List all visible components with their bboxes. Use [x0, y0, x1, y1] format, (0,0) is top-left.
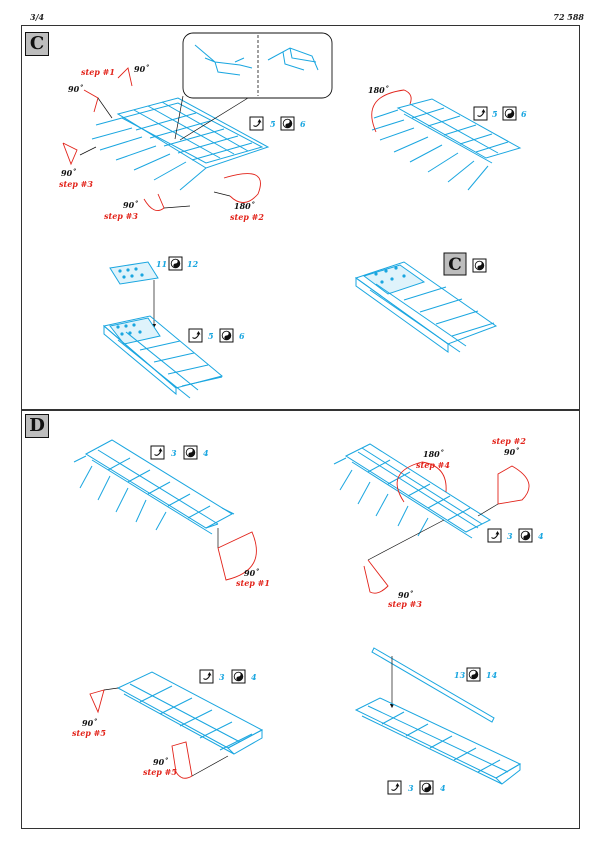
d-br-sub-b: 14	[486, 670, 498, 680]
c-bl-part-a: 5	[208, 331, 214, 341]
d-bl-part-b: 4	[251, 672, 257, 682]
d-bottom-left-wing: 90˚ step #5 90˚ step #5 3 4	[72, 669, 264, 779]
d-br-part-b: 4	[440, 783, 446, 793]
d-tr-step4: step #4	[416, 460, 450, 470]
c-step3b-angle: 90˚	[123, 200, 138, 210]
d-tl-step1: step #1	[236, 578, 270, 588]
d-tr-a2: 90˚	[504, 447, 519, 457]
c-step2-label: step #2	[230, 212, 264, 222]
d-top-left-wing: 90˚ step #1 3 4	[73, 439, 270, 588]
c-tl-part-a: 5	[270, 119, 276, 129]
solder-yin-yang-icon	[502, 106, 517, 121]
solder-yin-yang-icon	[518, 528, 533, 543]
c-step2-angle: 180˚	[234, 201, 255, 211]
d-bottom-right-wing: 13 14 3 4	[354, 647, 522, 795]
c-tr-part-b: 6	[521, 109, 527, 119]
d-br-part-a: 3	[408, 783, 414, 793]
c-step1-angle: 90˚	[134, 64, 149, 74]
c-bl-sub-b: 12	[187, 259, 199, 269]
c-tr-angle: 180˚	[368, 85, 389, 95]
c-top-right-wing: 180˚ 5 6	[368, 85, 527, 191]
d-bl-step5a: step #5	[72, 728, 106, 738]
c-step3b-label: step #3	[104, 211, 138, 221]
d-bl-part-a: 3	[219, 672, 225, 682]
solder-yin-yang-icon	[280, 116, 295, 131]
solder-yin-yang-icon	[168, 256, 183, 271]
section-c-badge: C	[25, 32, 49, 56]
c-tl-part-b: 6	[300, 119, 306, 129]
d-top-right-wing: 180˚ step #4 step #2 90˚ 90˚ step #3 3 4	[333, 436, 544, 609]
fold-arrow-icon	[487, 528, 502, 543]
fold-arrow-icon	[387, 780, 402, 795]
d-bl-a5a: 90˚	[82, 718, 97, 728]
c-step1-label: step #1	[81, 67, 115, 77]
solder-yin-yang-icon	[231, 669, 246, 684]
section-d-frame	[21, 410, 580, 829]
d-bl-a5b: 90˚	[153, 757, 168, 767]
c-bl-part-b: 6	[239, 331, 245, 341]
c-bottom-right-wing: C	[354, 252, 498, 353]
d-tl-part-a: 3	[171, 448, 177, 458]
d-tr-step3: step #3	[388, 599, 422, 609]
fold-arrow-icon	[188, 328, 203, 343]
c-ref-badge: C	[448, 255, 462, 275]
d-tr-part-b: 4	[538, 531, 544, 541]
c-step3a-angle: 90˚	[61, 168, 76, 178]
solder-yin-yang-icon	[183, 445, 198, 460]
c-step3a-label: step #3	[59, 179, 93, 189]
d-tr-a3: 90˚	[398, 590, 413, 600]
d-tl-angle: 90˚	[244, 568, 259, 578]
solder-yin-yang-icon	[472, 258, 487, 273]
catalog-number: 72 588	[553, 12, 584, 22]
c-step1-angle-b: 90˚	[68, 84, 83, 94]
fold-arrow-icon	[249, 116, 264, 131]
d-tr-part-a: 3	[507, 531, 513, 541]
fold-arrow-icon	[150, 445, 165, 460]
d-tl-part-b: 4	[203, 448, 209, 458]
c-tr-part-a: 5	[492, 109, 498, 119]
section-d-badge: D	[25, 414, 49, 438]
d-tr-step2: step #2	[492, 436, 526, 446]
d-br-sub-a: 13	[454, 670, 466, 680]
d-bl-step5b: step #5	[143, 767, 177, 777]
c-bl-sub-a: 11	[156, 259, 167, 269]
page-number: 3/4	[30, 12, 45, 22]
section-c-frame	[21, 25, 580, 410]
c-bottom-left-wing: 11 12 5 6	[102, 256, 245, 399]
solder-yin-yang-icon	[219, 328, 234, 343]
fold-arrow-icon	[473, 106, 488, 121]
d-tr-180: 180˚	[423, 449, 444, 459]
c-top-left-wing: step #1 90˚ 90˚ 90˚ step #3 90˚ step #3 …	[59, 32, 333, 222]
solder-yin-yang-icon	[419, 780, 434, 795]
fold-arrow-icon	[199, 669, 214, 684]
solder-yin-yang-icon	[466, 667, 481, 682]
